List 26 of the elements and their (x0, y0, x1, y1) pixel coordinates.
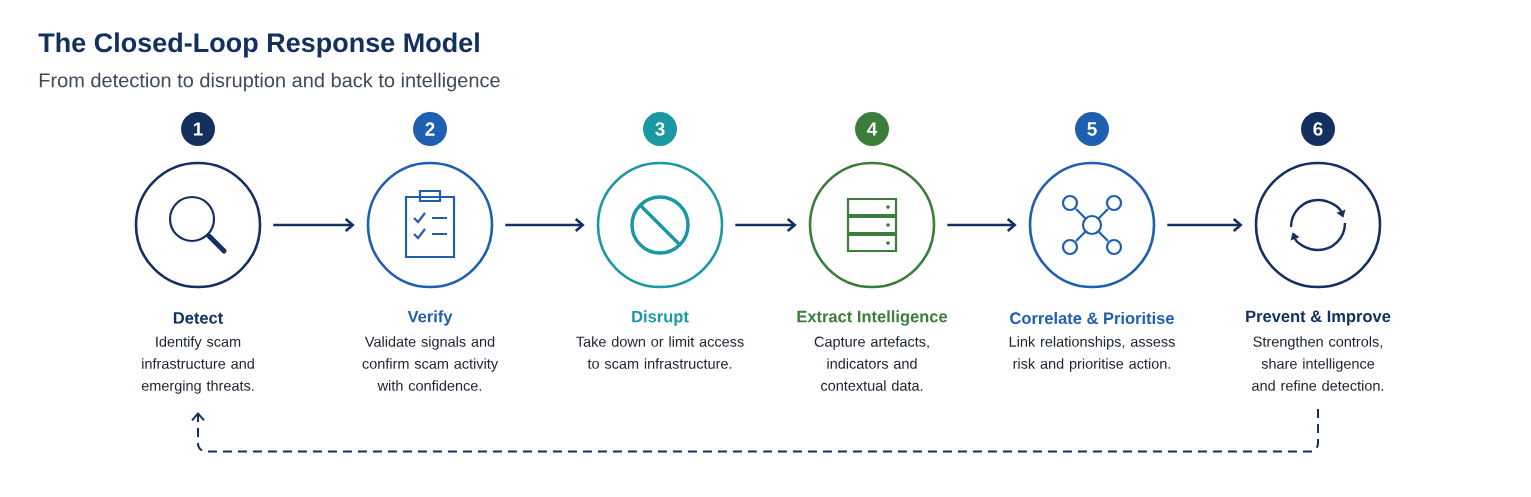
subtitle: From detection to disruption and back to intelligence (39, 72, 500, 92)
title: The Closed-Loop Response Model (38, 32, 479, 58)
arrow (191, 408, 1319, 453)
arrow (505, 218, 585, 232)
step-title: Detect (173, 312, 223, 324)
step-title: Correlate & Prioritise (1010, 311, 1174, 325)
step-description: Identify scam infrastructure and emerging threats. (141, 336, 254, 394)
step-title: Prevent & Improve (1246, 310, 1391, 326)
number-badge: 1 (181, 112, 215, 146)
step-title: Disrupt (632, 310, 689, 326)
step-title: Extract Intelligence (797, 310, 948, 326)
arrow (735, 218, 797, 232)
step-description: Link relationships, assess risk and prioritise action. (1009, 336, 1175, 372)
number-badge: 2 (413, 112, 447, 146)
step-description: Take down or limit access to scam infrastructure. (576, 336, 744, 369)
step-description: Strengthen controls, share intelligence and refine detection. (1252, 336, 1384, 391)
step-description: Capture artefacts, indicators and contextual data. (814, 336, 929, 391)
number-badge: 4 (855, 112, 889, 146)
number-badge: 3 (643, 112, 677, 146)
arrow (947, 218, 1017, 232)
number-badge: 6 (1301, 112, 1335, 146)
step-description: Validate signals and confirm scam activity with confidence. (362, 336, 499, 391)
step-title: Verify (407, 310, 453, 326)
number-badge: 5 (1075, 112, 1109, 146)
arrow (1167, 218, 1243, 232)
arrow (273, 218, 355, 232)
